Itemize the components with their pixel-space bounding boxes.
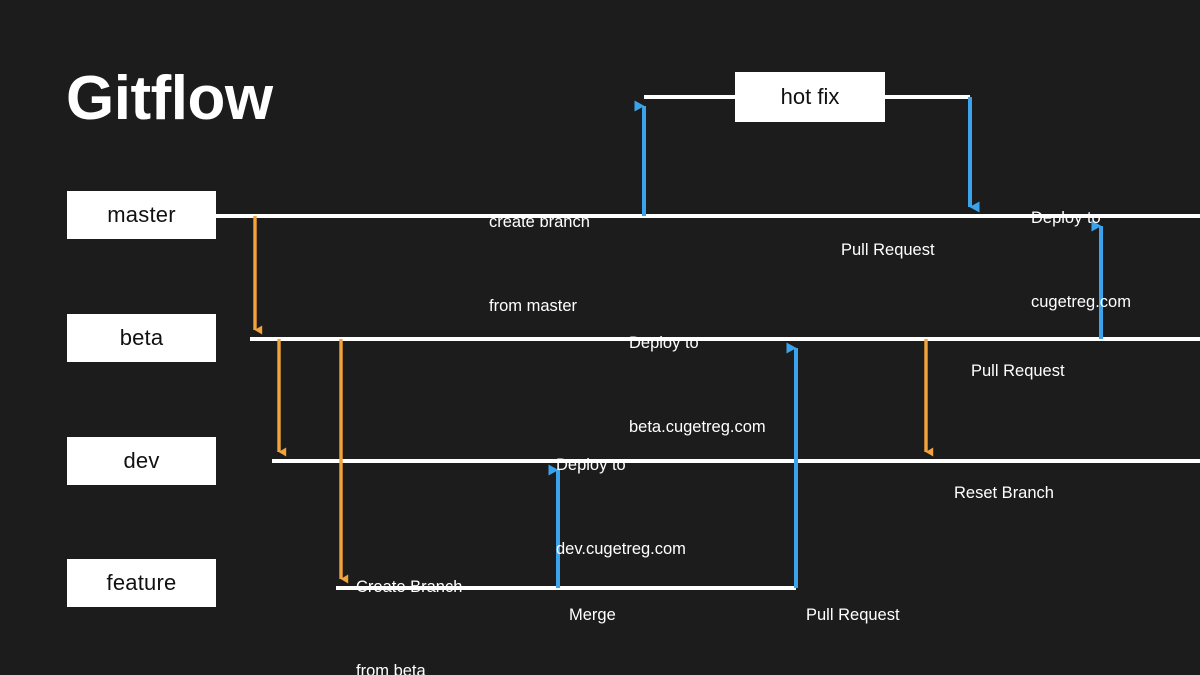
branch-label-dev-text: dev xyxy=(123,448,160,473)
annotation-reset-branch-line1: Reset Branch xyxy=(954,484,1054,503)
annotation-create-branch-from-beta-line1: Create Branch xyxy=(356,578,463,597)
annotation-create-branch-from-beta-line2: from beta xyxy=(356,661,426,675)
branch-label-master-text: master xyxy=(107,202,176,227)
annotation-deploy-to-dev-line2: dev.cugetreg.com xyxy=(556,539,686,558)
branch-label-dev[interactable]: dev xyxy=(67,437,216,485)
hot-fix-box[interactable]: hot fix xyxy=(735,72,885,122)
annotation-deploy-to-dev-line1: Deploy to xyxy=(556,456,626,475)
branch-label-beta-text: beta xyxy=(119,325,164,350)
page-title: Gitflow xyxy=(66,64,273,133)
branch-label-master[interactable]: master xyxy=(67,191,216,239)
annotation-create-branch-from-master-line2: from master xyxy=(489,296,578,315)
hot-fix-label: hot fix xyxy=(780,84,840,109)
annotation-create-branch-from-master-line1: create branch xyxy=(489,213,590,232)
annotation-reset-branch: Reset Branch xyxy=(954,425,1054,564)
annotation-deploy-to-cugetreg-line1: Deploy to xyxy=(1031,209,1101,228)
annotation-hotfix-pull-request-line1: Pull Request xyxy=(841,241,935,260)
annotation-deploy-to-cugetreg-line2: cugetreg.com xyxy=(1031,292,1131,311)
annotation-deploy-to-dev: Deploy to dev.cugetreg.com xyxy=(556,397,686,619)
annotation-beta-pull-request: Pull Request xyxy=(971,303,1065,442)
branch-label-beta[interactable]: beta xyxy=(67,314,216,362)
annotation-feature-pull-request: Pull Request xyxy=(806,547,900,675)
branch-label-feature-text: feature xyxy=(106,570,177,595)
annotation-merge-line1: Merge xyxy=(569,606,616,625)
annotation-create-branch-from-beta: Create Branch from beta xyxy=(356,519,462,675)
annotation-deploy-to-beta: Deploy to beta.cugetreg.com xyxy=(629,275,766,497)
annotation-beta-pull-request-line1: Pull Request xyxy=(971,362,1065,381)
annotation-deploy-to-beta-line2: beta.cugetreg.com xyxy=(629,417,766,436)
annotation-deploy-to-cugetreg: Deploy to cugetreg.com xyxy=(1031,150,1131,372)
annotation-deploy-to-beta-line1: Deploy to xyxy=(629,334,699,353)
annotation-feature-pull-request-line1: Pull Request xyxy=(806,606,900,625)
annotation-create-branch-from-master: create branch from master xyxy=(489,154,590,376)
annotation-hotfix-pull-request: Pull Request xyxy=(841,182,935,321)
annotation-merge: Merge xyxy=(569,547,616,675)
branch-label-feature[interactable]: feature xyxy=(67,559,216,607)
